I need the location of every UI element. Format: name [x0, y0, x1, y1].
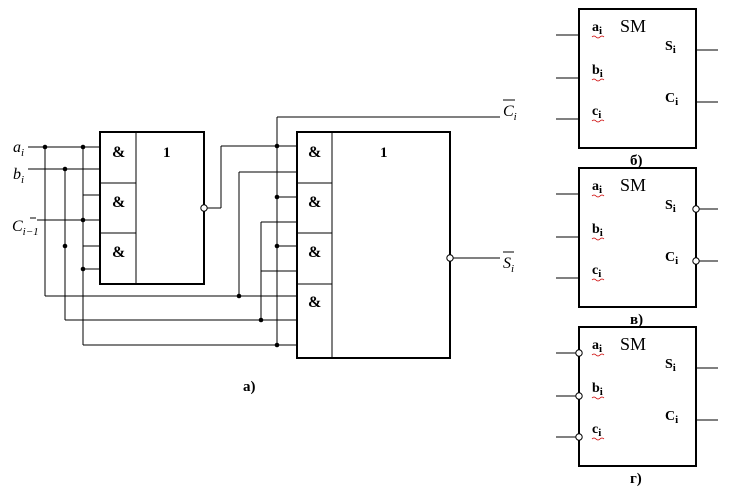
sm-symbol-box [578, 167, 697, 308]
sm-spellcheck-mark [591, 437, 605, 441]
carry-gate-inversion-bubble [200, 204, 208, 212]
sm-input-label: bi [592, 63, 603, 80]
carry-and-label-3: & [112, 244, 125, 261]
carry-or-label: 1 [163, 145, 171, 161]
sm-symbol-caption: в) [630, 312, 643, 328]
sm-spellcheck-mark [591, 35, 605, 39]
carry-gate: & & & 1 [99, 131, 208, 285]
sm-symbol-title: SM [620, 175, 646, 195]
sm-input-label: ai [592, 179, 602, 196]
sum-or-label: 1 [380, 145, 388, 161]
circuit-caption: а) [243, 379, 256, 395]
internal-wires [207, 116, 500, 346]
sm-spellcheck-mark [591, 278, 605, 282]
input-c-label: Ci−1 [12, 218, 39, 238]
sm-spellcheck-mark [591, 119, 605, 123]
sm-input-label: ai [592, 338, 602, 355]
sm-input-label: bi [592, 381, 603, 398]
sum-and-label-3: & [308, 244, 321, 261]
input-a-label: ai [13, 139, 24, 159]
sm-output-label: Ci [665, 250, 678, 267]
sum-and-label-2: & [308, 194, 321, 211]
sm-spellcheck-mark [591, 353, 605, 357]
sm-output-label: Si [665, 198, 676, 215]
sm-symbol-caption: г) [630, 471, 642, 487]
sm-symbol-title: SM [620, 334, 646, 354]
sm-input-label: bi [592, 222, 603, 239]
sm-input-label: ai [592, 20, 602, 37]
sum-gate: & & & & 1 [296, 131, 454, 359]
sm-input-label: ci [592, 422, 601, 439]
full-adder-circuit: ai bi Ci−1 [12, 99, 517, 395]
output-sum-label: Si [503, 255, 514, 275]
sm-spellcheck-mark [591, 78, 605, 82]
sm-input-label: ci [592, 263, 601, 280]
sm-input-inversion-bubble [575, 392, 583, 400]
sm-output-inversion-bubble [692, 257, 700, 265]
carry-and-label-2: & [112, 194, 125, 211]
sm-symbol-box [578, 326, 697, 467]
sm-input-inversion-bubble [575, 349, 583, 357]
sm-symbol-caption: б) [630, 153, 643, 169]
sm-output-inversion-bubble [692, 205, 700, 213]
sum-and-label-4: & [308, 294, 321, 311]
input-wires [28, 146, 297, 346]
sm-spellcheck-mark [591, 396, 605, 400]
sm-input-label: ci [592, 104, 601, 121]
input-b-label: bi [13, 166, 24, 186]
sm-spellcheck-mark [591, 237, 605, 241]
sm-output-label: Ci [665, 91, 678, 108]
sum-gate-inversion-bubble [446, 254, 454, 262]
output-carry-label: Ci [503, 103, 517, 123]
sum-and-label-1: & [308, 144, 321, 161]
sm-input-inversion-bubble [575, 433, 583, 441]
sm-output-label: Ci [665, 409, 678, 426]
adder-symbols: SMaibiciSiCiб)SMaibiciSiCiв)SMaibiciSiCi… [556, 8, 718, 487]
sm-symbol-title: SM [620, 16, 646, 36]
sm-output-label: Si [665, 357, 676, 374]
carry-and-label-1: & [112, 144, 125, 161]
sm-output-label: Si [665, 39, 676, 56]
sm-spellcheck-mark [591, 194, 605, 198]
sm-symbol-box [578, 8, 697, 149]
